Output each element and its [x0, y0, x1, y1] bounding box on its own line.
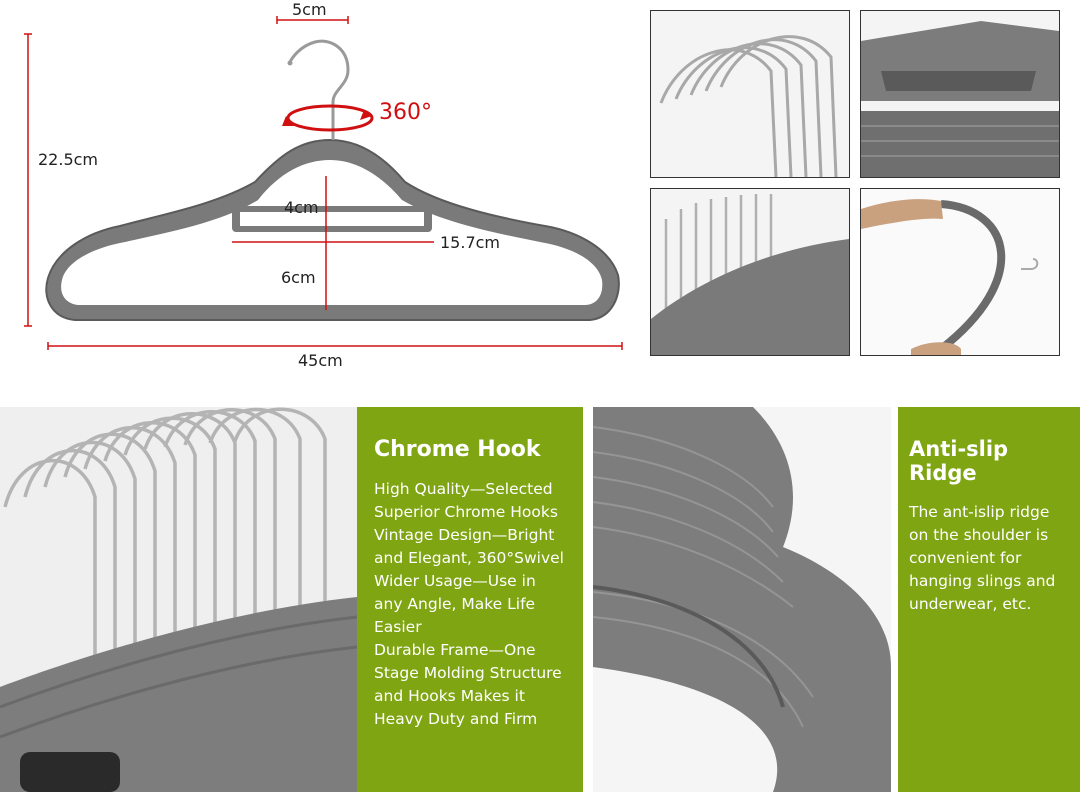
anti-slip-ridge-panel: Anti-slip Ridge The ant-islip ridge on t…	[898, 407, 1080, 792]
rotation-arrow	[286, 104, 374, 132]
anti-slip-ridge-title: Anti-slip Ridge	[909, 437, 1009, 485]
hook-width-label: 5cm	[292, 0, 327, 19]
thumb-bending-hanger	[860, 188, 1060, 356]
hanger-inner-cutout	[61, 160, 603, 305]
bar-width-label: 15.7cm	[440, 233, 501, 252]
chrome-hook-text: High Quality—Selected Superior Chrome Ho…	[374, 480, 564, 728]
rotation-label: 360°	[379, 100, 432, 125]
hook	[288, 39, 350, 140]
dimension-lines	[24, 16, 623, 350]
chrome-hook-title: Chrome Hook	[374, 437, 541, 462]
total-width-label: 45cm	[298, 351, 343, 370]
hanger-dimension-diagram	[24, 16, 623, 350]
bottom-gap-label: 6cm	[281, 268, 316, 287]
anti-slip-ridge-photo	[593, 407, 891, 792]
chrome-hook-photo	[0, 407, 357, 792]
thumb-hooks-closeup	[650, 10, 850, 178]
anti-slip-ridge-text: The ant-islip ridge on the shoulder is c…	[909, 503, 1056, 613]
bar-gap-label: 4cm	[284, 198, 319, 217]
thumb-stacked-hangers	[650, 188, 850, 356]
thumb-ridge-closeup	[860, 10, 1060, 178]
total-height-label: 22.5cm	[38, 150, 99, 169]
chrome-hook-panel: Chrome Hook High Quality—Selected Superi…	[357, 407, 583, 792]
